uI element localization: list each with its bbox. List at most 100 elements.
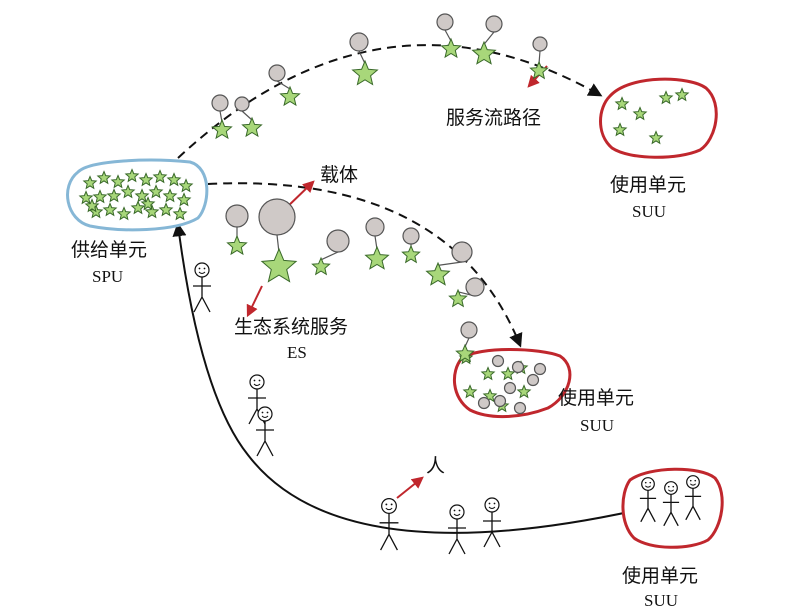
carrier-label: 载体 [320,164,358,186]
person-eye [644,481,647,484]
carrier-ball-icon [533,362,547,376]
star-icon [96,170,112,185]
star-icon [148,184,164,199]
flow-path-middle [207,182,523,348]
carrier-stem [437,261,463,266]
carrier-ball-icon [465,277,485,297]
suu-bottom-label: 使用单元 [622,565,698,587]
star-icon [440,37,462,59]
star-icon [632,106,648,121]
person-eye [453,509,456,512]
person-icon [686,475,700,489]
star-icon [500,366,516,381]
person-mouth [453,513,461,516]
star-icon [516,384,532,399]
carrier-ball-icon [349,32,369,52]
person-eye [649,481,652,484]
person-icon [257,406,273,422]
star-icon [124,168,140,183]
human-pointer-arrow [396,476,424,499]
star-icon [166,172,182,187]
carrier-ball-icon [258,198,296,236]
person-body [248,389,266,425]
star-icon [176,192,192,207]
carrier-stem [276,80,291,90]
star-icon [480,366,496,381]
star-icon [144,204,160,219]
es-label: 生态系统服务 [234,316,348,338]
star-icon [241,116,263,138]
star-icon [211,118,233,140]
star-icon [614,96,630,111]
es-pointer-arrow [246,285,263,318]
carrier-stem [483,31,495,45]
person-eye [390,503,393,506]
person-icon [449,504,465,520]
flow-path-label: 服务流路径 [446,107,541,129]
star-icon [260,247,298,283]
person-eye [694,479,697,482]
spu-abbreviation: SPU [92,267,123,286]
star-icon [102,202,118,217]
carrier-ball-icon [503,381,517,395]
person-eye [253,379,256,382]
person-body [483,512,501,548]
carrier-ball-icon [326,229,350,253]
person-eye [667,485,670,488]
person-eye [493,502,496,505]
person-icon [484,497,500,513]
star-icon [471,40,497,65]
carrier-ball-icon [436,13,454,31]
suu-bottom-abbreviation: SUU [644,591,678,610]
star-icon [448,288,468,308]
person-eye [458,509,461,512]
person-eye [672,485,675,488]
star-icon [158,202,174,217]
person-body [662,494,680,527]
person-body [684,488,702,521]
person-body [193,277,211,313]
carrier-stem [320,251,339,261]
person-body [639,490,657,523]
carrier-ball-icon [211,94,229,112]
person-eye [198,267,201,270]
carrier-stem [241,110,253,121]
person-icon [641,477,655,491]
suu-middle-abbreviation: SUU [580,416,614,435]
suu-bottom-boundary [621,467,724,549]
diagram-shapes [78,13,702,555]
star-icon [162,188,178,203]
spu-label: 供给单元 [71,239,147,261]
person-mouth [261,415,269,418]
carrier-ball-icon [526,373,540,387]
suu-top-label: 使用单元 [610,174,686,196]
person-body [379,513,399,551]
person-icon [664,481,678,495]
carrier-stem [358,50,366,64]
person-eye [258,379,261,382]
star-icon [140,196,156,211]
carrier-ball-icon [491,354,505,368]
star-icon [178,178,194,193]
person-mouth [644,485,652,488]
star-icon [84,198,100,213]
carrier-ball-icon [460,321,478,339]
person-eye [266,411,269,414]
star-icon [311,256,331,276]
carrier-ball-icon [513,401,527,415]
suu-top-boundary [599,77,718,159]
flow-path-human [172,222,639,534]
star-icon [648,130,664,145]
star-icon [116,206,132,221]
carrier-ball-icon [532,36,548,52]
star-icon [529,60,549,80]
carrier-ball-icon [234,96,250,112]
star-icon [106,188,122,203]
person-mouth [689,483,697,486]
carrier-ball-icon [225,204,249,228]
star-icon [455,343,475,363]
carrier-ball-icon [365,217,385,237]
star-icon [279,85,301,107]
